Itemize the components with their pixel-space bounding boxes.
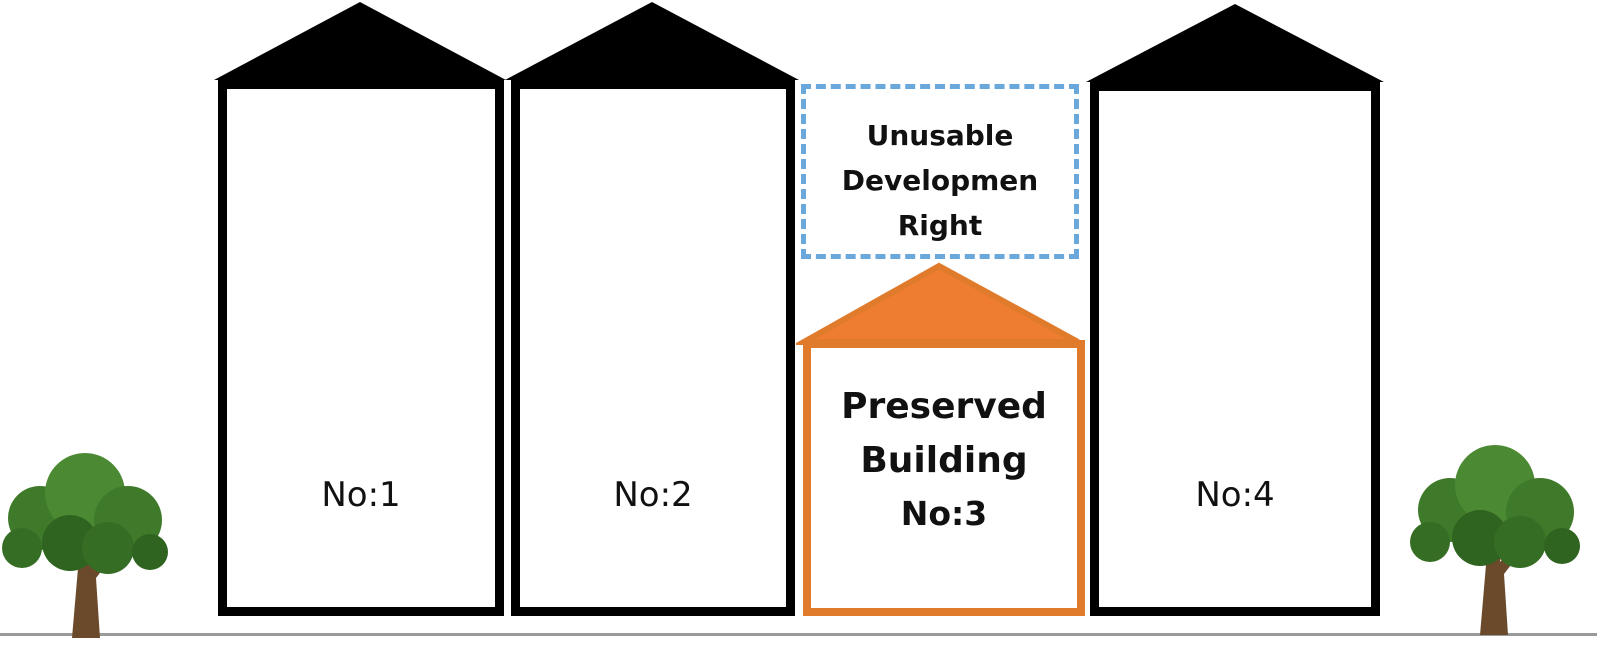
building-4: No:4 [1086, 0, 1384, 620]
preserved-building-title: Preserved Building [811, 380, 1077, 488]
building-4-label: No:4 [1195, 475, 1275, 515]
preserved-building-body: Preserved Building No:3 [803, 340, 1085, 616]
building-1-label: No:1 [321, 475, 401, 515]
building-1-roof [214, 2, 506, 80]
preserved-title-line-2: Building [860, 440, 1028, 481]
unusable-line-3: Right [897, 209, 983, 242]
building-2-label: No:2 [613, 475, 693, 515]
building-1: No:1 [214, 0, 506, 620]
building-2: No:2 [505, 0, 799, 620]
unusable-development-right-box: Unusable Developmen Right [801, 84, 1079, 259]
building-4-roof [1086, 4, 1384, 82]
ground-line [0, 633, 1597, 636]
building-2-body: No:2 [511, 80, 795, 616]
right-tree-icon [1410, 445, 1580, 635]
left-tree-icon [2, 453, 168, 638]
preserved-building-number: No:3 [900, 494, 988, 533]
unusable-line-2: Developmen [841, 164, 1039, 197]
preserved-building: Preserved Building No:3 [796, 262, 1086, 618]
preserved-title-line-1: Preserved [841, 386, 1047, 427]
unusable-development-right-label: Unusable Developmen Right [806, 113, 1074, 248]
building-4-body: No:4 [1090, 82, 1380, 616]
unusable-line-1: Unusable [866, 119, 1014, 152]
preserved-building-roof [796, 262, 1080, 345]
building-1-body: No:1 [218, 80, 504, 616]
building-2-roof [505, 2, 799, 80]
